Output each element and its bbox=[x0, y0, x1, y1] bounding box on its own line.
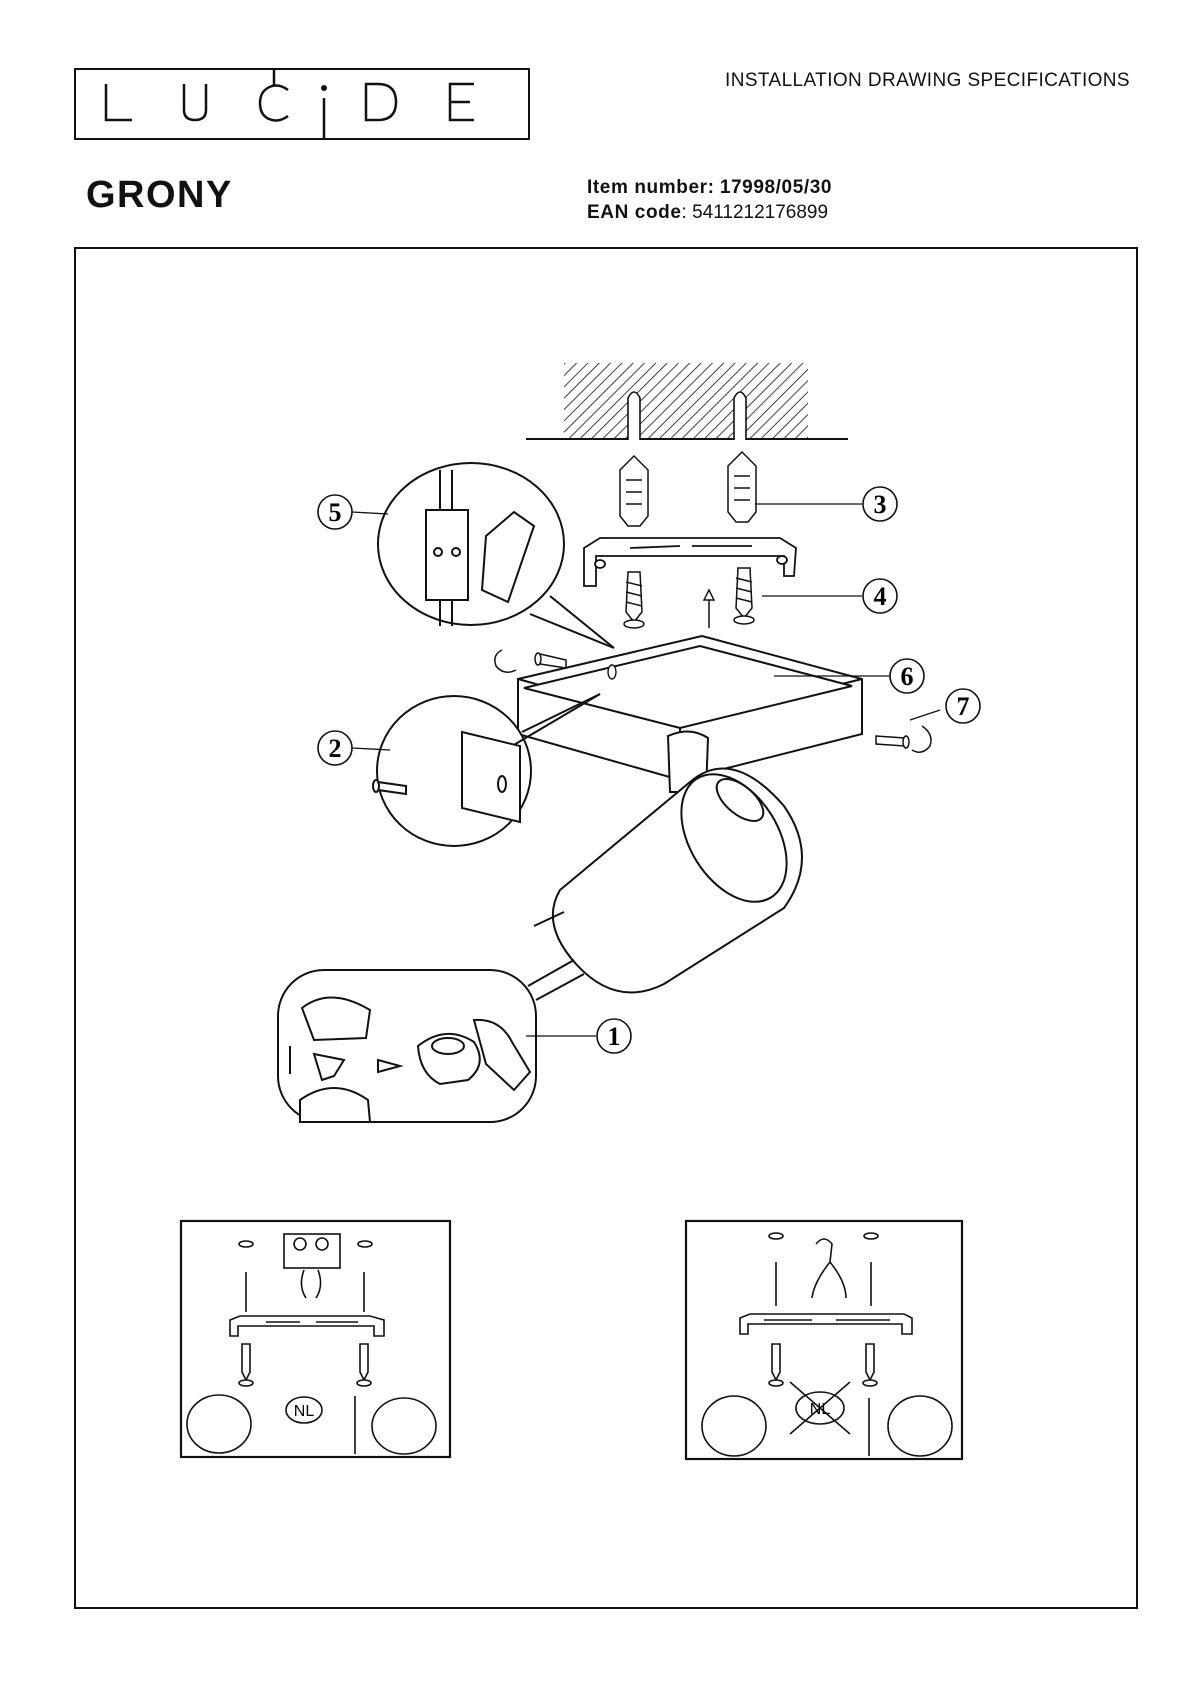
callout-7: 7 bbox=[957, 692, 970, 721]
detail-circle-wiring bbox=[377, 462, 615, 649]
callout-2: 2 bbox=[329, 734, 342, 763]
item-number: 17998/05/30 bbox=[719, 177, 833, 198]
spot-head bbox=[533, 730, 803, 994]
callouts: 5 3 4 6 7 2 1 bbox=[317, 486, 981, 1054]
ean-label: EAN code bbox=[587, 202, 682, 223]
callout-1: 1 bbox=[608, 1022, 621, 1051]
callout-3: 3 bbox=[874, 490, 887, 519]
detail-circle-bulb bbox=[277, 959, 585, 1123]
product-name: GRONY bbox=[86, 174, 233, 216]
inset-left-badge: NL bbox=[294, 1403, 315, 1420]
callout-6: 6 bbox=[901, 662, 914, 691]
inset-left bbox=[179, 1219, 452, 1459]
ceiling bbox=[526, 363, 848, 440]
wall-plugs bbox=[619, 450, 757, 527]
drawing-frame bbox=[74, 247, 1138, 1609]
canopy-box bbox=[517, 634, 863, 782]
ean-line: EAN code: 5411212176899 bbox=[587, 200, 832, 225]
detail-circle-side-screw bbox=[372, 693, 601, 847]
callout-5: 5 bbox=[329, 498, 342, 527]
ean-value: : 5411212176899 bbox=[681, 202, 829, 223]
item-number-line: Item number: 17998/05/30 bbox=[587, 175, 832, 200]
document-type: INSTALLATION DRAWING SPECIFICATIONS bbox=[725, 70, 1130, 91]
screws bbox=[623, 567, 755, 629]
item-number-label: Item number: bbox=[587, 177, 715, 198]
lucide-logo bbox=[74, 68, 530, 140]
side-screws bbox=[494, 649, 932, 753]
item-info: Item number: 17998/05/30 EAN code: 54112… bbox=[587, 175, 832, 225]
callout-4: 4 bbox=[874, 582, 887, 611]
inset-right-badge: NL bbox=[810, 1401, 831, 1418]
mounting-bracket bbox=[583, 537, 797, 587]
inset-right bbox=[684, 1219, 964, 1461]
